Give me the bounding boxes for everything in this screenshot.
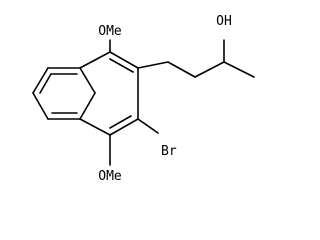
molecule-diagram: OMe OMe Br OH	[32, 14, 255, 184]
bond-ring-b-double-2	[109, 115, 132, 129]
label-ome-top: OMe	[98, 24, 122, 39]
bond-ring-b-2	[109, 51, 139, 69]
bond-ring-b-4	[109, 118, 139, 136]
bond-ring-b-1	[79, 51, 111, 69]
bond-ring-a-2	[79, 67, 96, 94]
label-br: Br	[161, 144, 177, 159]
bond-ring-a-double-3	[39, 73, 52, 94]
label-oh: OH	[216, 14, 232, 29]
bond-methyl	[223, 61, 255, 78]
label-ome-bottom: OMe	[98, 169, 122, 184]
bond-chain-3	[194, 61, 225, 78]
bond-br	[137, 118, 159, 134]
structure-canvas: OMe OMe Br OH	[32, 14, 255, 184]
bond-chain-2	[167, 61, 196, 78]
bond-ring-b-double-1	[109, 58, 134, 73]
bond-ring-a-5	[32, 92, 49, 120]
bond-ring-b-5	[79, 118, 111, 136]
bond-ring-a-3	[79, 92, 96, 120]
bond-chain-1	[137, 61, 169, 69]
bond-ring-a-6	[32, 67, 49, 94]
